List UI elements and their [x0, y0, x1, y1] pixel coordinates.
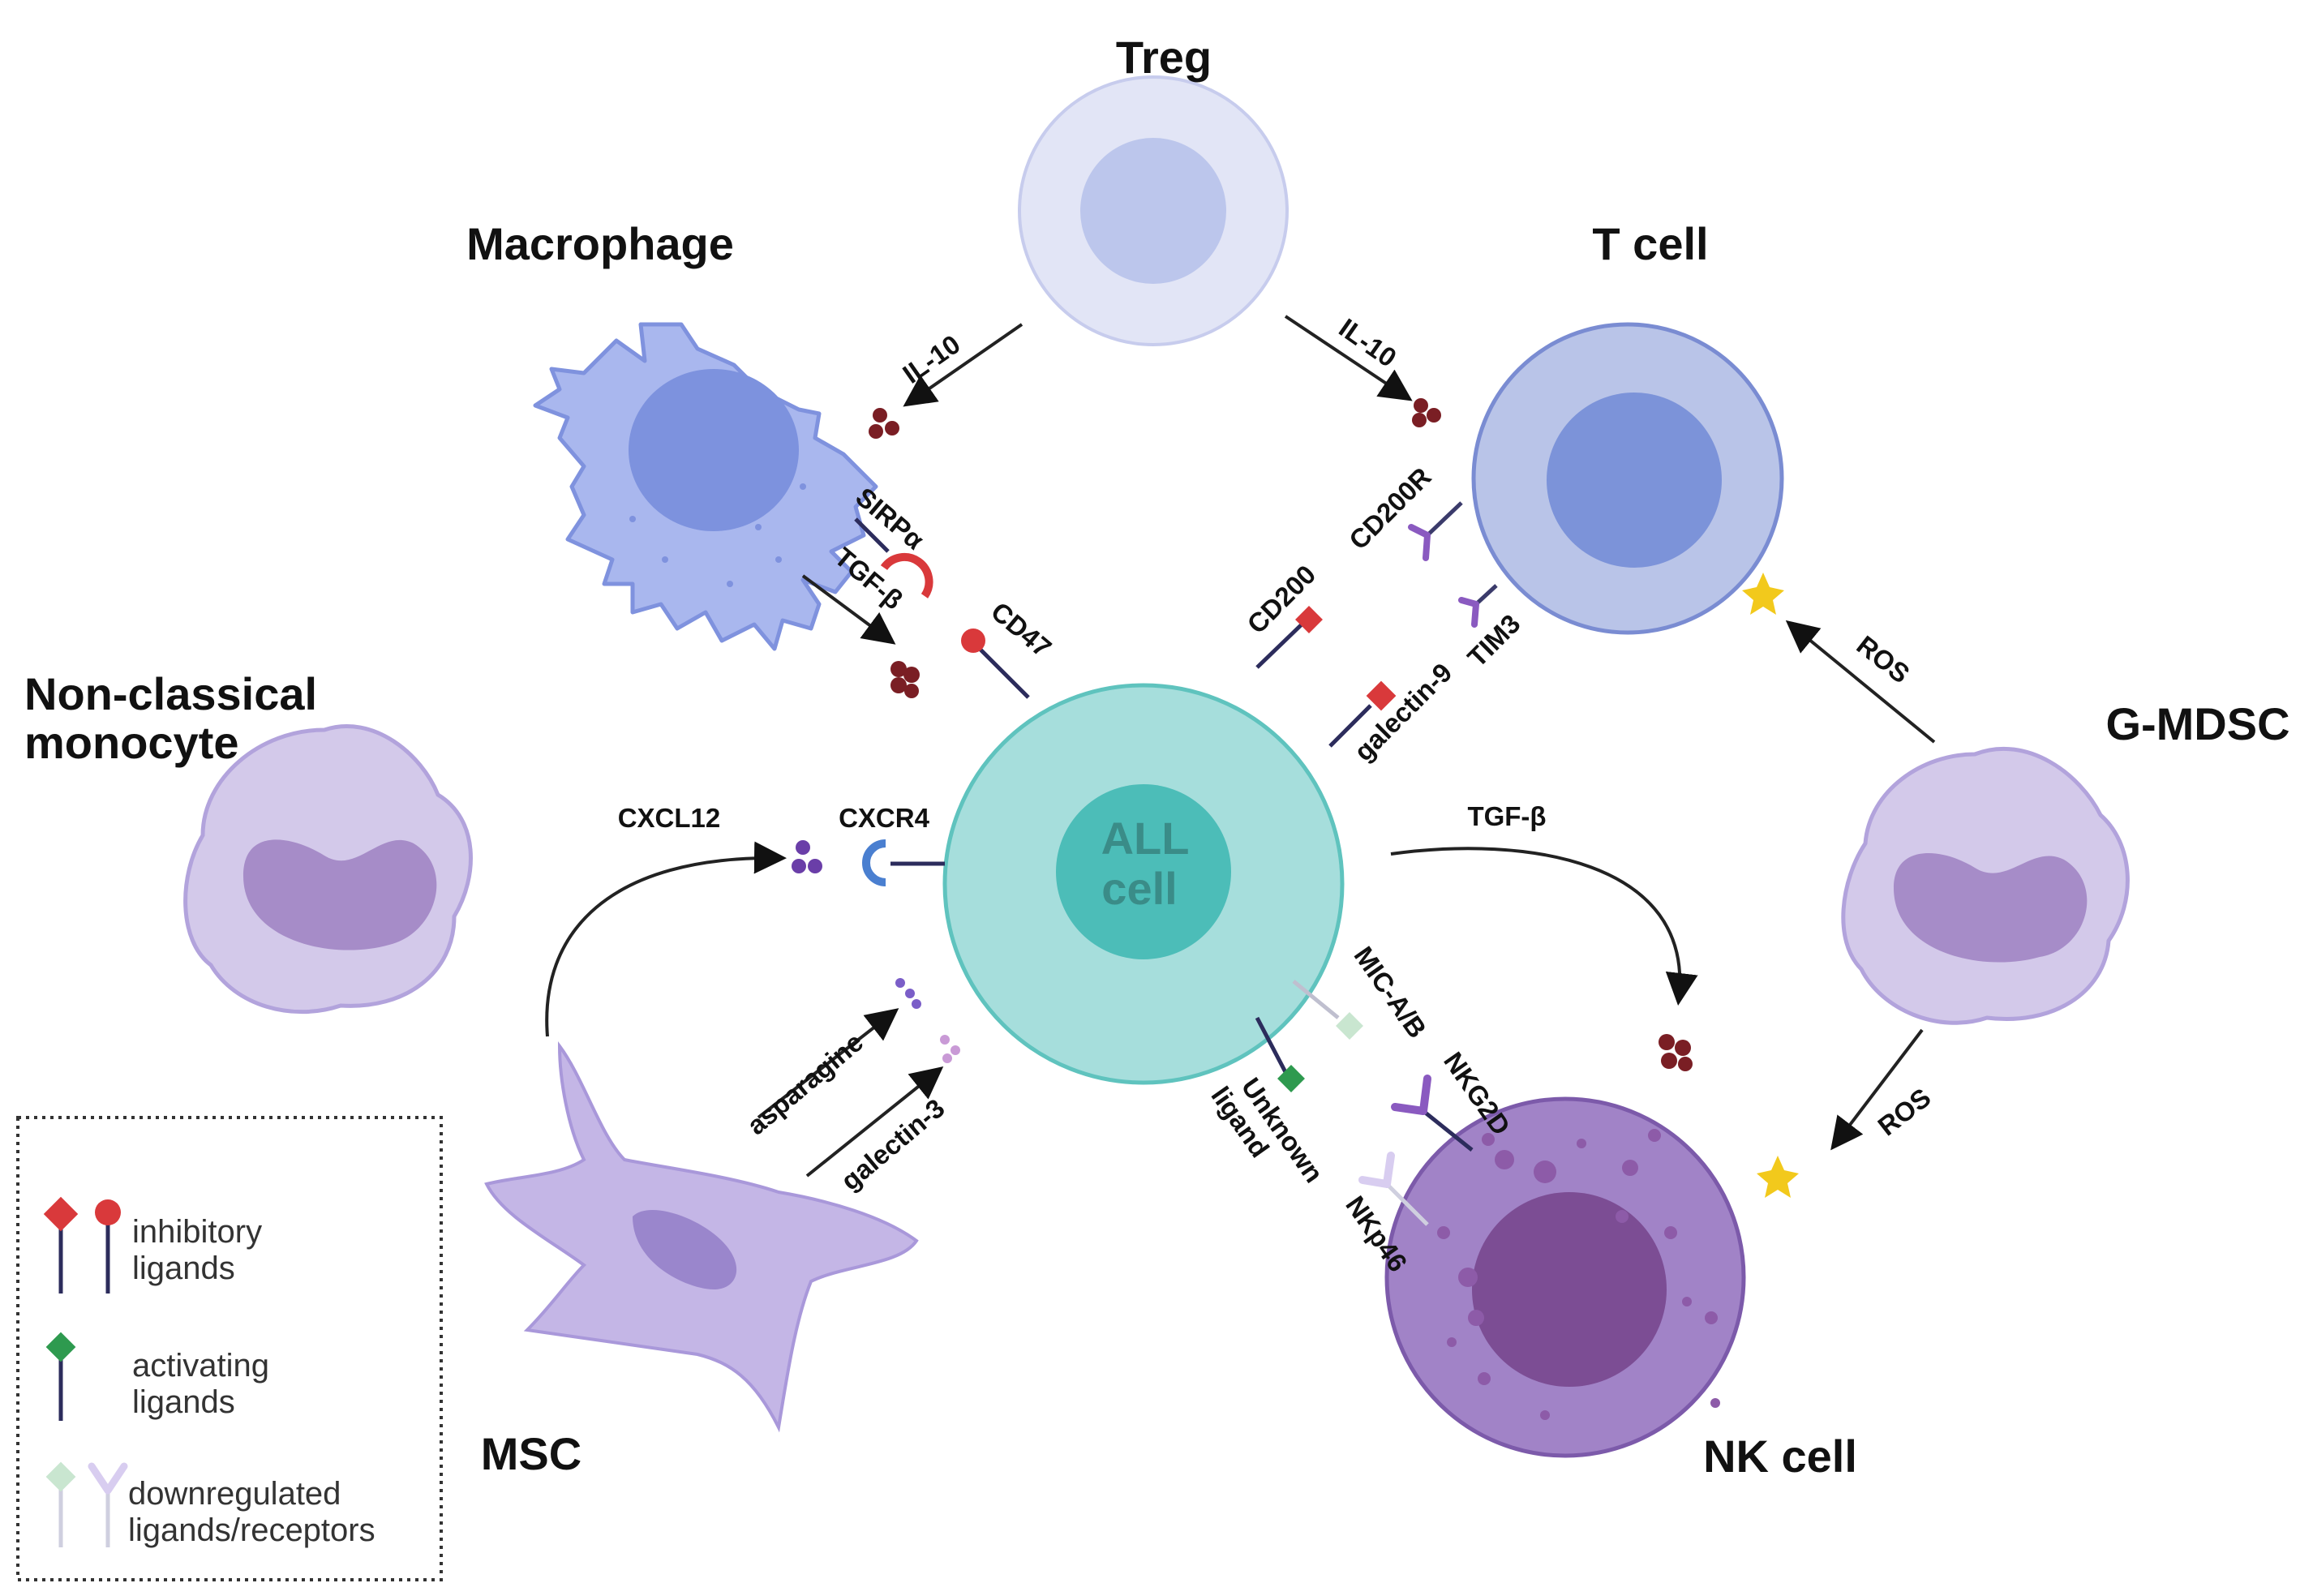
legend-downregulated-label-line2: ligands/receptors: [128, 1512, 375, 1548]
macrophage-cell: [533, 322, 878, 651]
asparagine-label: asparagine: [741, 1027, 869, 1140]
monocyte-title-line2: monocyte: [24, 717, 239, 768]
sirpa-label: SIRPα: [850, 482, 929, 556]
nkg2d-receptor: [1391, 1075, 1474, 1152]
ros-star-bottom: [1757, 1156, 1799, 1198]
ros-star-top: [1742, 573, 1784, 615]
g-mdsc-cell: [1841, 746, 2130, 1025]
cd200r-label: CD200R: [1343, 461, 1437, 556]
cxcl12-molecule: [792, 840, 822, 873]
asparagine-molecule: [895, 978, 921, 1009]
cxcr4-receptor: [862, 839, 945, 886]
legend-activating-label-line1: activating: [132, 1348, 269, 1384]
il10-left-label: IL-10: [897, 328, 965, 388]
cd47-label: CD47: [985, 596, 1057, 663]
il10-left-arrow: [903, 323, 1023, 407]
unknown-ligand: [1255, 1016, 1305, 1092]
ros-bottom-label: ROS: [1872, 1082, 1936, 1141]
tgfb-molecule-macrophage: [890, 661, 920, 698]
legend-downregulated-label-line1: downregulated: [128, 1476, 341, 1512]
galectin3-arrow: [805, 1066, 944, 1178]
t-cell: [1471, 322, 1784, 635]
monocyte-title-line1: Non-classical: [24, 668, 317, 719]
legend-inhibitory-label-line1: inhibitory: [132, 1214, 262, 1250]
nkp46-receptor: [1358, 1152, 1429, 1226]
cxcr4-label: CXCR4: [839, 803, 930, 833]
ros-bottom-arrow: [1830, 1028, 1924, 1151]
msc-cell: [484, 1040, 919, 1433]
cd47-ligand: [961, 629, 1030, 699]
mica-b-ligand: [1292, 980, 1363, 1040]
all-cell-title-line2: cell: [1101, 863, 1177, 914]
galectin9-ligand: [1328, 680, 1397, 748]
legend-inhibitory-label-line2: ligands: [132, 1251, 235, 1286]
ros-top-arrow: [1785, 620, 1936, 744]
legend-activating-label-line2: ligands: [132, 1384, 235, 1420]
cxcl12-arrow: [545, 841, 787, 1037]
msc-title: MSC: [481, 1428, 581, 1479]
treg-cell: [1018, 75, 1289, 346]
tgfb-molecule-all: [1659, 1034, 1693, 1071]
cxcl12-label: CXCL12: [618, 803, 721, 833]
tim3-receptor: [1458, 584, 1498, 628]
treg-title: Treg: [1116, 32, 1212, 83]
il10-molecule-left: [869, 408, 899, 439]
all-cell-title-line1: ALL: [1101, 813, 1190, 864]
sirpa-receptor: [854, 517, 933, 598]
nk-cell: [1384, 1096, 1746, 1458]
tim3-label: TIM3: [1461, 608, 1526, 672]
tgfb-all-label: TGF-β: [1467, 801, 1546, 831]
galectin3-molecule: [940, 1035, 960, 1063]
t-cell-title: T cell: [1592, 218, 1708, 269]
tgfb-macrophage-arrow: [801, 574, 896, 645]
asparagine-arrow: [757, 1008, 899, 1119]
cd200r-receptor: [1408, 501, 1463, 561]
legend-downregulated-icon: [45, 1461, 128, 1547]
cd200-ligand: [1255, 606, 1323, 669]
non-classical-monocyte-cell: [183, 724, 473, 1015]
tgfb-all-arrow: [1390, 847, 1698, 1006]
nk-cell-title: NK cell: [1703, 1431, 1857, 1482]
il10-molecule-right: [1412, 398, 1441, 427]
macrophage-title: Macrophage: [466, 218, 734, 269]
all-cell: [942, 683, 1345, 1085]
legend-inhibitory-icon: [43, 1196, 121, 1294]
legend: inhibitory ligands activating ligands do…: [16, 1116, 443, 1581]
g-mdsc-title: G-MDSC: [2105, 698, 2289, 749]
legend-activating-icon: [45, 1332, 76, 1421]
il10-right-arrow: [1284, 315, 1413, 401]
il10-right-label: IL-10: [1333, 312, 1401, 372]
